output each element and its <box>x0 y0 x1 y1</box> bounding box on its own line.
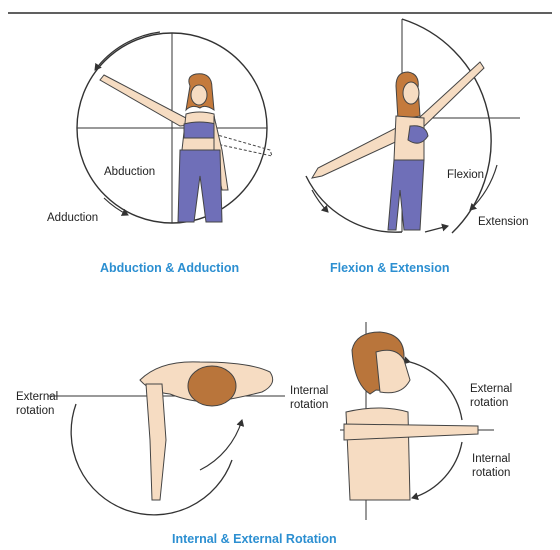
rotation-top-view-panel <box>48 362 285 515</box>
internal-rotation-label-side-view-line1: Internal <box>472 452 510 466</box>
rotation-top-view-figure <box>140 362 273 500</box>
internal-external-rotation-caption: Internal & External Rotation <box>172 532 337 546</box>
internal-rotation-label-top-view-line2: rotation <box>290 398 328 412</box>
extension-arc-arrow-right-icon <box>425 226 448 232</box>
rotation-side-view-panel <box>340 322 494 520</box>
internal-rotation-arrow-icon <box>200 420 242 470</box>
internal-rotation-label-side-view-line2: rotation <box>472 466 510 480</box>
abduction-arc-arrow-icon <box>95 32 160 70</box>
flexion-panel <box>306 19 520 233</box>
external-rotation-label-side-view-line1: External <box>470 382 512 396</box>
abduction-panel <box>77 32 272 223</box>
external-rotation-arrow-icon <box>410 362 462 420</box>
extension-label: Extension <box>478 215 529 229</box>
flexion-label: Flexion <box>447 168 484 182</box>
abduction-figure <box>100 74 272 222</box>
rotation-side-view-figure <box>344 332 478 500</box>
external-rotation-label-top-view-line2: rotation <box>16 404 54 418</box>
adduction-arc-arrow-icon <box>104 198 128 215</box>
abduction-label: Abduction <box>104 165 155 179</box>
adduction-label: Adduction <box>47 211 98 225</box>
flexion-extension-caption: Flexion & Extension <box>330 261 449 275</box>
flexion-figure <box>312 62 484 230</box>
internal-rotation-side-arrow-icon <box>412 442 462 498</box>
internal-rotation-label-top-view-line1: Internal <box>290 384 328 398</box>
external-rotation-label-top-view-line1: External <box>16 390 58 404</box>
external-rotation-label-side-view-line2: rotation <box>470 396 508 410</box>
extension-arc-arrow-left-icon <box>312 190 328 212</box>
abduction-adduction-caption: Abduction & Adduction <box>100 261 239 275</box>
